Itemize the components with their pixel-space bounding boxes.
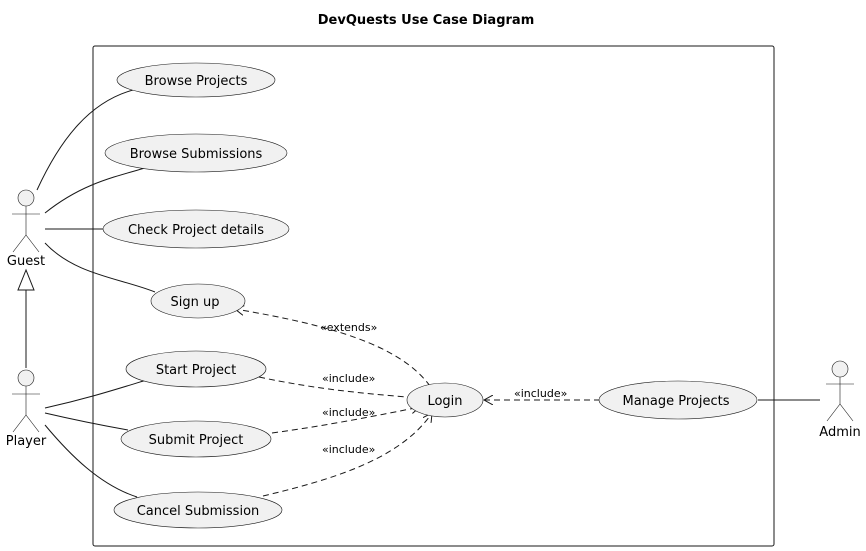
svg-text:Sign up: Sign up [171, 295, 220, 310]
use-case-start-project[interactable]: Start Project [125, 350, 267, 388]
actor-player[interactable]: Player [6, 369, 47, 449]
use-case-manage-projects[interactable]: Manage Projects [598, 380, 758, 420]
use-case-sign-up[interactable]: Sign up [150, 283, 246, 319]
use-case-cancel-submission[interactable]: Cancel Submission [113, 491, 283, 529]
svg-text:Check Project details: Check Project details [128, 223, 264, 238]
actor-admin[interactable]: Admin [819, 360, 861, 440]
assoc-guest-browse-submissions [44, 167, 146, 214]
svg-text:Login: Login [427, 394, 462, 409]
include-submit-label: «include» [322, 406, 375, 419]
assoc-player-start [44, 378, 151, 409]
actor-guest[interactable]: Guest [7, 189, 45, 269]
diagram-title: DevQuests Use Case Diagram [318, 13, 535, 28]
actor-head-icon [17, 189, 35, 207]
use-case-check-project-details[interactable]: Check Project details [102, 209, 290, 249]
include-start-label: «include» [322, 372, 375, 385]
include-submit-arrow [271, 407, 420, 434]
system-boundary [92, 45, 775, 547]
include-cancel-label: «include» [322, 443, 375, 456]
actor-player-label: Player [6, 434, 47, 449]
generalization-arrowhead [17, 268, 35, 291]
assoc-player-submit [44, 412, 129, 431]
actor-head-icon [831, 360, 849, 378]
use-case-login[interactable]: Login [406, 382, 484, 418]
actor-head-icon [17, 369, 35, 387]
extends-label: «extends» [320, 321, 377, 334]
include-cancel-arrow [262, 413, 432, 497]
assoc-guest-sign-up [44, 242, 156, 293]
svg-text:Cancel Submission: Cancel Submission [137, 504, 260, 519]
assoc-guest-browse-projects [36, 88, 138, 191]
use-case-browse-projects[interactable]: Browse Projects [116, 62, 276, 98]
include-manage-label: «include» [514, 387, 567, 400]
svg-text:Browse Submissions: Browse Submissions [130, 147, 263, 162]
actor-guest-label: Guest [7, 254, 45, 269]
actor-admin-label: Admin [819, 425, 860, 440]
assoc-player-cancel [44, 424, 138, 498]
svg-text:Start Project: Start Project [156, 363, 236, 378]
use-case-submit-project[interactable]: Submit Project [120, 420, 272, 458]
use-case-browse-submissions[interactable]: Browse Submissions [104, 133, 288, 173]
svg-text:Submit Project: Submit Project [149, 433, 244, 448]
svg-text:Browse Projects: Browse Projects [145, 74, 248, 89]
include-start-arrow [258, 376, 419, 398]
svg-text:Manage Projects: Manage Projects [622, 394, 729, 409]
